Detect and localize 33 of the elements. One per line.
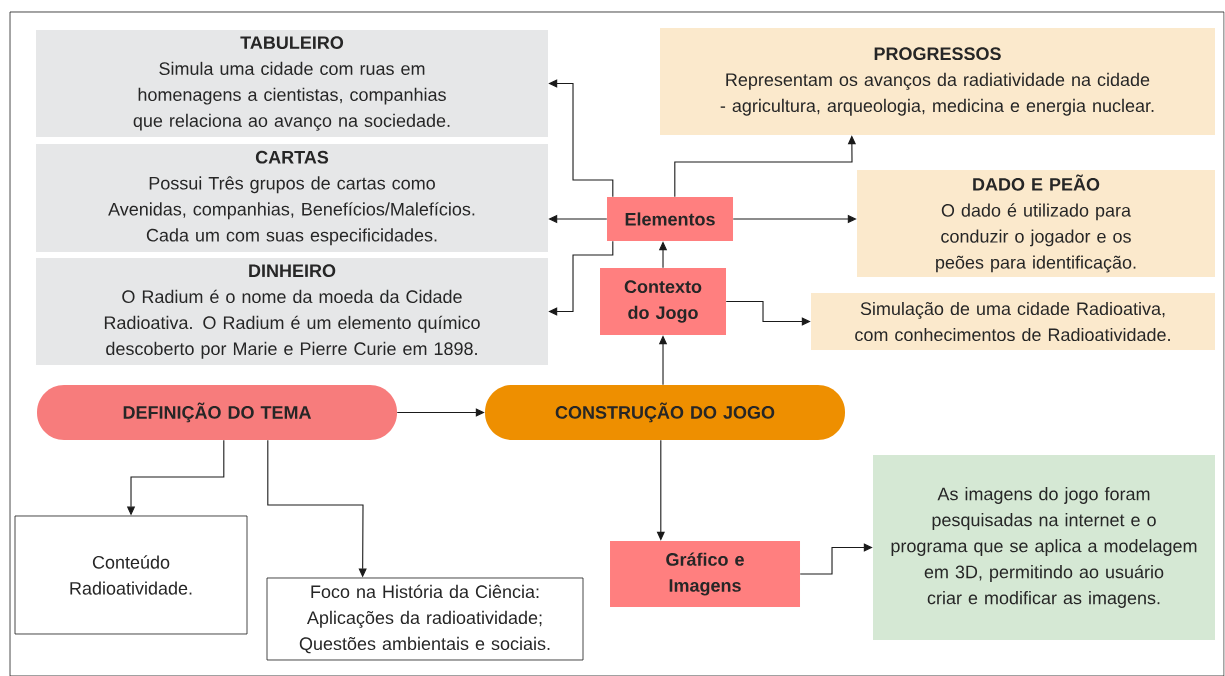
box-heading: CARTAS	[255, 150, 329, 164]
box-text: O Radium é o nome da moeda da Cidade Radioativa. O Radium é um elemento químico descoberto por Marie e Pierre Curie em 1898.	[104, 289, 480, 359]
box-label: DEFINIÇÃO DO TEMA	[123, 402, 312, 423]
box-text: Representam os avanços da radiatividade na cidade - agricultura, arqueologia, medicina e energia nuclear.	[720, 72, 1154, 116]
info-box	[660, 28, 1215, 135]
info-box	[36, 144, 548, 252]
info-box	[857, 170, 1215, 277]
box-heading: DINHEIRO	[249, 264, 336, 278]
box-text: As imagens do jogo foram pesquisadas na internet e o programa que se aplica a modelagem em 3D, permitindo ao usuário criar e modificar as imagens.	[891, 487, 1197, 608]
box-text: O dado é utilizado para conduzir o jogador e os peões para identificação.	[936, 203, 1136, 273]
process-box	[607, 197, 733, 241]
box-label: Gráfico e Imagens	[666, 552, 744, 596]
box-label: Contexto do Jogo	[624, 280, 702, 323]
box-text: Simulação de uma cidade Radioativa, com conhecimentos de Radioatividade.	[855, 301, 1170, 342]
box-label: Elementos	[625, 212, 715, 226]
info-box	[36, 30, 548, 137]
box-text: Foco na História da Ciência: Aplicações da radioatividade; Questões ambientais e sociais.	[299, 584, 550, 654]
box-heading: TABULEIRO	[240, 36, 344, 50]
info-box	[36, 258, 548, 365]
stage-pill	[485, 385, 845, 440]
note-box	[811, 293, 1215, 350]
box-heading: PROGRESSOS	[874, 47, 1001, 61]
note-box	[266, 577, 584, 661]
note-box	[14, 515, 248, 635]
box-text: Possui Três grupos de cartas como Avenidas, companhias, Benefícios/Malefícios. Cada um com suas especificidades.	[108, 176, 475, 246]
box-text: Conteúdo Radioatividade.	[70, 555, 192, 595]
box-text: Simula uma cidade com ruas em homenagens a cientistas, companhias que relaciona ao avanço na sociedade.	[133, 61, 450, 131]
note-box	[873, 455, 1215, 640]
stage-pill	[37, 385, 397, 440]
box-label: CONSTRUÇÃO DO JOGO	[555, 402, 775, 423]
process-box	[610, 541, 800, 607]
box-heading: DADO E PEÃO	[973, 174, 1100, 191]
process-box	[600, 268, 726, 335]
